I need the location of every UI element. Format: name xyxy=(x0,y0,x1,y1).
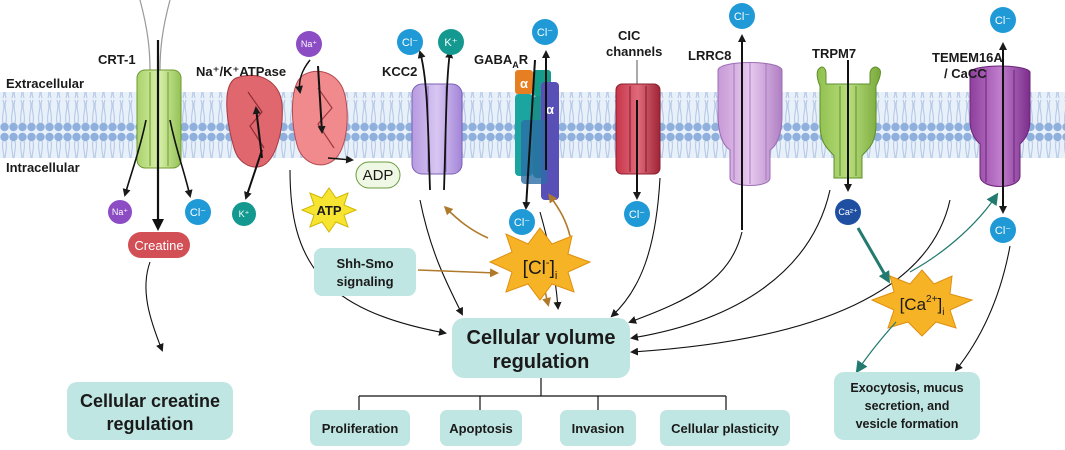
svg-text:Cl⁻: Cl⁻ xyxy=(629,209,645,221)
svg-text:Na⁺: Na⁺ xyxy=(301,39,318,49)
svg-text:Apoptosis: Apoptosis xyxy=(449,421,513,436)
crt1-label: CRT-1 xyxy=(98,52,136,67)
na-ion-atpase: Na⁺ xyxy=(296,31,322,57)
invasion-box: Invasion xyxy=(560,410,636,446)
cl-ion-tmem-top: Cl⁻ xyxy=(990,7,1016,33)
svg-text:α: α xyxy=(546,102,554,117)
svg-text:Invasion: Invasion xyxy=(572,421,625,436)
svg-text:Cl⁻: Cl⁻ xyxy=(995,15,1011,27)
svg-text:Proliferation: Proliferation xyxy=(322,421,399,436)
svg-text:Cl⁻: Cl⁻ xyxy=(514,217,530,229)
na-k-atpase: Na⁺/K⁺ATPase xyxy=(196,59,354,200)
cl-ion-clc: Cl⁻ xyxy=(624,201,650,227)
outcome-connector xyxy=(358,378,727,410)
apoptosis-box: Apoptosis xyxy=(440,410,522,446)
intracellular-label: Intracellular xyxy=(6,160,80,175)
nak-atpase-label: Na⁺/K⁺ATPase xyxy=(196,64,286,79)
svg-text:regulation: regulation xyxy=(106,414,193,434)
cellular-volume-regulation-box: Cellular volume regulation xyxy=(452,318,630,378)
svg-text:K⁺: K⁺ xyxy=(239,209,250,219)
svg-text:regulation: regulation xyxy=(493,351,590,373)
exocytosis-box: Exocytosis, mucus secretion, and vesicle… xyxy=(834,372,980,440)
svg-text:Cl⁻: Cl⁻ xyxy=(190,207,206,219)
svg-text:Exocytosis, mucus: Exocytosis, mucus xyxy=(850,381,963,395)
svg-text:Cellular creatine: Cellular creatine xyxy=(80,391,220,411)
kcc2-label: KCC2 xyxy=(382,64,417,79)
tmem-label-line1: TEMEM16A xyxy=(932,50,1003,65)
kcc2-transporter: KCC2 xyxy=(382,50,463,191)
svg-text:Creatine: Creatine xyxy=(134,238,183,253)
k-ion-atpase: K⁺ xyxy=(232,202,256,226)
clc-label-line1: CIC xyxy=(618,28,641,43)
lrrc8-label: LRRC8 xyxy=(688,48,731,63)
trpm7-channel: TRPM7 xyxy=(812,46,881,192)
creatine-pill: Creatine xyxy=(128,232,190,258)
svg-text:ATP: ATP xyxy=(316,203,341,218)
ca-concentration-star: [Ca2+]i xyxy=(870,269,974,337)
cl-ion-gabaa-bottom: Cl⁻ xyxy=(509,209,535,235)
k-ion-kcc2: K⁺ xyxy=(438,29,464,55)
cl-ion-crt1: Cl⁻ xyxy=(185,199,211,225)
na-ion-crt1: Na⁺ xyxy=(108,200,132,224)
svg-text:Na⁺: Na⁺ xyxy=(112,207,129,217)
svg-text:α: α xyxy=(520,76,528,91)
ca-ion-trpm7: Ca²⁺ xyxy=(835,199,861,225)
svg-text:[Cl-]i: [Cl-]i xyxy=(523,257,558,282)
cl-ion-gabaa-top: Cl⁻ xyxy=(532,19,558,45)
cl-concentration-star: [Cl-]i xyxy=(488,227,592,301)
clc-label-line2: channels xyxy=(606,44,662,59)
lrrc8-channel: LRRC8 xyxy=(688,34,783,230)
crt1-transporter: CRT-1 xyxy=(98,0,193,231)
svg-text:Cellular plasticity: Cellular plasticity xyxy=(671,421,779,436)
shh-smo-box: Shh-Smo signaling xyxy=(314,248,416,296)
cl-ion-lrrc8: Cl⁻ xyxy=(729,3,755,29)
gabaar-label: GABAAR xyxy=(474,52,529,70)
svg-text:Ca²⁺: Ca²⁺ xyxy=(838,207,858,217)
cellular-plasticity-box: Cellular plasticity xyxy=(660,410,790,446)
cellular-creatine-regulation-box: Cellular creatine regulation xyxy=(67,382,233,440)
tmem16a-channel: TEMEM16A / CaCC xyxy=(932,42,1031,214)
clc-channel: CIC channels xyxy=(606,28,662,200)
svg-text:secretion, and: secretion, and xyxy=(865,399,950,413)
svg-text:Cl⁻: Cl⁻ xyxy=(995,225,1011,237)
svg-text:K⁺: K⁺ xyxy=(444,37,457,49)
extracellular-label: Extracellular xyxy=(6,76,84,91)
proliferation-box: Proliferation xyxy=(310,410,410,446)
svg-text:signaling: signaling xyxy=(336,274,393,289)
cl-ion-kcc2: Cl⁻ xyxy=(397,29,423,55)
trpm7-label: TRPM7 xyxy=(812,46,856,61)
atp-star: ATP xyxy=(300,187,358,233)
cl-ion-tmem-bottom: Cl⁻ xyxy=(990,217,1016,243)
svg-text:Shh-Smo: Shh-Smo xyxy=(336,256,393,271)
svg-text:Cellular volume: Cellular volume xyxy=(467,327,616,349)
adp-pill: ADP xyxy=(355,161,401,189)
tmem-label-line2: / CaCC xyxy=(944,66,987,81)
svg-text:ADP: ADP xyxy=(363,167,394,184)
svg-text:Cl⁻: Cl⁻ xyxy=(402,37,418,49)
svg-text:Cl⁻: Cl⁻ xyxy=(734,11,750,23)
svg-text:vesicle formation: vesicle formation xyxy=(856,417,959,431)
svg-text:Cl⁻: Cl⁻ xyxy=(537,27,553,39)
